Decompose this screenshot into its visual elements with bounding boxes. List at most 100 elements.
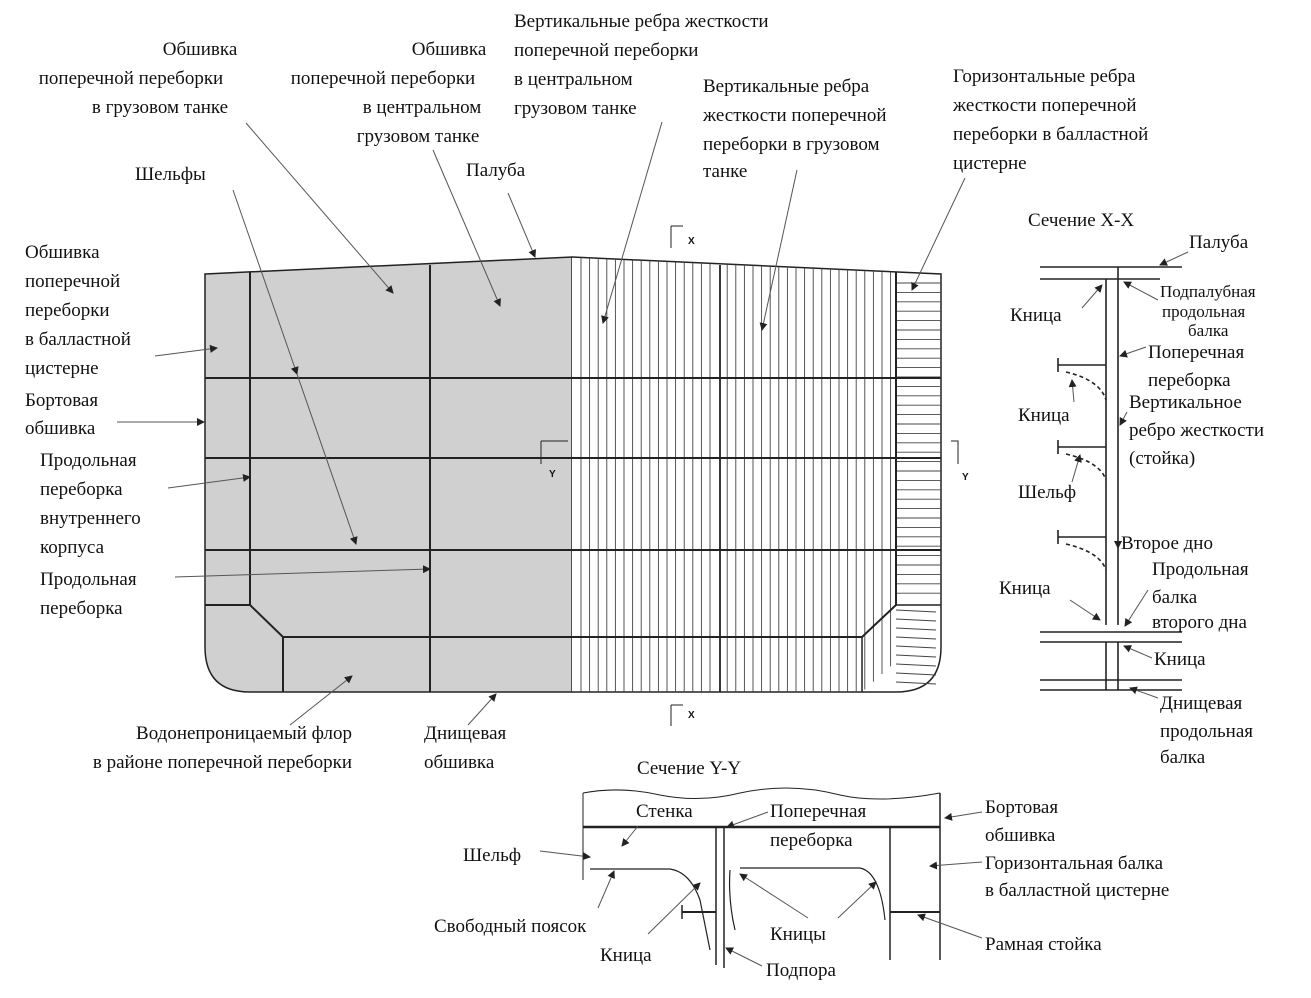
bulkhead-outline-right xyxy=(571,256,942,693)
label-line: балка xyxy=(1160,747,1206,768)
label-line: переборка xyxy=(1148,370,1231,391)
section-yy-drawing xyxy=(582,787,941,968)
label-horiz-stiff-ballast: Горизонтальные ребра жесткости поперечно… xyxy=(952,66,1148,174)
label-line: в балластной цистерне xyxy=(985,880,1169,901)
hopper-stiffener-line xyxy=(895,681,937,685)
section-yy: Сечение Y-Y Стенка Поперечная переборка … xyxy=(434,758,1169,981)
label-line: цистерне xyxy=(25,358,99,379)
label-line: балка xyxy=(1188,321,1229,340)
label-long-bhd: Продольная переборка xyxy=(40,569,137,619)
hopper-stiffener-line xyxy=(895,645,937,649)
label-line: переборка xyxy=(40,598,123,619)
section-mark-x-bottom: X xyxy=(688,710,695,721)
main-bulkhead-view xyxy=(204,256,942,693)
label-line: Вертикальные ребра xyxy=(703,76,870,97)
label-vert-stiff-center: Вертикальные ребра жесткости поперечной … xyxy=(514,11,769,119)
hopper-stiffener-line xyxy=(895,672,937,676)
label-line: Продольная xyxy=(40,450,137,471)
xx-label-bracket-3: Кница xyxy=(999,578,1051,599)
label-line: жесткости поперечной xyxy=(952,95,1137,116)
label-line: Вертикальное xyxy=(1129,392,1242,413)
label-plating-ballast: Обшивка поперечной переборки в балластно… xyxy=(25,242,131,379)
hopper-stiffener-line xyxy=(895,627,937,631)
main-leaders xyxy=(117,121,966,726)
label-plating-cargo-tank: Обшивка поперечной переборки в грузовом … xyxy=(39,39,238,118)
yy-leaders xyxy=(539,811,983,967)
yy-label-face-plate: Свободный поясок xyxy=(434,916,587,937)
section-mark-x-top: X xyxy=(688,236,695,247)
label-line: Бортовая xyxy=(985,797,1058,818)
label-line: танке xyxy=(703,161,747,182)
label-line: поперечной xyxy=(25,271,120,292)
label-line: Продольная xyxy=(40,569,137,590)
yy-label-girder: Горизонтальная балка в балластной цистер… xyxy=(985,853,1169,901)
label-line: обшивка xyxy=(25,418,96,439)
yy-label-side-shell: Бортовая обшивка xyxy=(985,797,1058,846)
xx-label-bottom-long: Днищевая продольная балка xyxy=(1160,693,1253,768)
label-line: внутреннего xyxy=(40,508,141,529)
label-line: обшивка xyxy=(424,752,495,773)
label-line: Обшивка xyxy=(25,242,100,263)
yy-label-brackets: Кницы xyxy=(770,924,826,945)
section-yy-title: Сечение Y-Y xyxy=(637,758,741,779)
section-mark-y-left: Y xyxy=(549,469,556,480)
label-line: переборка xyxy=(770,830,853,851)
xx-label-bracket-4: Кница xyxy=(1154,649,1206,670)
label-vert-stiff-cargo: Вертикальные ребра жесткости поперечной … xyxy=(702,76,887,182)
label-bottom-shell: Днищевая обшивка xyxy=(424,723,507,773)
label-line: корпуса xyxy=(40,537,105,558)
label-line: Днищевая xyxy=(424,723,507,744)
xx-label-deck-long: Подпалубная продольная балка xyxy=(1160,282,1256,340)
hopper-stiffener-line xyxy=(895,609,937,613)
label-line: переборки xyxy=(25,300,110,321)
label-line: цистерне xyxy=(953,153,1027,174)
hopper-stiffener-line xyxy=(895,663,937,667)
shelves-lines xyxy=(205,377,941,551)
label-line: поперечной переборки xyxy=(291,68,475,89)
hopper-stiffener-line xyxy=(895,618,937,622)
xx-label-deck: Палуба xyxy=(1189,232,1249,253)
xx-label-vert-stiff: Вертикальное ребро жесткости (стойка) xyxy=(1129,392,1264,469)
label-line: второго дна xyxy=(1152,612,1247,633)
yy-label-web-frame: Рамная стойка xyxy=(985,934,1102,955)
label-line: Днищевая xyxy=(1160,693,1243,714)
xx-label-inner-bottom: Второе дно xyxy=(1121,533,1213,554)
label-line: поперечной переборки xyxy=(39,68,223,89)
yy-label-bracket: Кница xyxy=(600,945,652,966)
label-line: (стойка) xyxy=(1129,448,1195,469)
label-line: Поперечная xyxy=(770,801,866,822)
inner-hull-line xyxy=(249,272,897,638)
section-mark-y-right: Y xyxy=(962,472,969,483)
label-floor: Водонепроницаемый флор в районе поперечн… xyxy=(93,723,352,773)
section-marks xyxy=(540,225,959,726)
label-line: Продольная xyxy=(1152,559,1249,580)
label-line: грузовом танке xyxy=(357,126,480,147)
xx-label-shelf: Шельф xyxy=(1018,482,1076,503)
yy-label-strut: Подпора xyxy=(766,960,837,981)
xx-label-trans-bhd: Поперечная переборка xyxy=(1148,342,1244,391)
hopper-stiffener-line xyxy=(895,654,937,658)
bulkhead-plating-shaded xyxy=(204,256,573,693)
label-line: в районе поперечной переборки xyxy=(93,752,352,773)
label-line: жесткости поперечной xyxy=(702,105,887,126)
label-shelves: Шельфы xyxy=(135,164,206,185)
xx-leaders xyxy=(1068,251,1189,699)
label-line: продольная xyxy=(1160,721,1253,742)
section-xx-title: Сечение X-X xyxy=(1028,210,1134,231)
label-line: Подпалубная xyxy=(1160,282,1256,301)
label-side-shell: Бортовая обшивка xyxy=(25,390,98,439)
label-line: Поперечная xyxy=(1148,342,1244,363)
yy-label-trans-bhd: Поперечная переборка xyxy=(770,801,866,851)
label-inner-long-bhd: Продольная переборка внутреннего корпуса xyxy=(40,450,141,558)
vertical-stiffeners xyxy=(580,257,892,692)
label-line: в центральном xyxy=(514,69,633,90)
label-line: Горизонтальные ребра xyxy=(953,66,1136,87)
label-line: переборки в балластной xyxy=(953,124,1148,145)
xx-label-ib-long: Продольная балка второго дна xyxy=(1152,559,1249,633)
hopper-stiffener-line xyxy=(895,636,937,640)
yy-label-web: Стенка xyxy=(636,801,693,822)
label-line: ребро жесткости xyxy=(1129,420,1264,441)
section-xx: Сечение X-X Палуба Кница Подпалубная xyxy=(999,210,1264,768)
label-line: в центральном xyxy=(363,97,482,118)
